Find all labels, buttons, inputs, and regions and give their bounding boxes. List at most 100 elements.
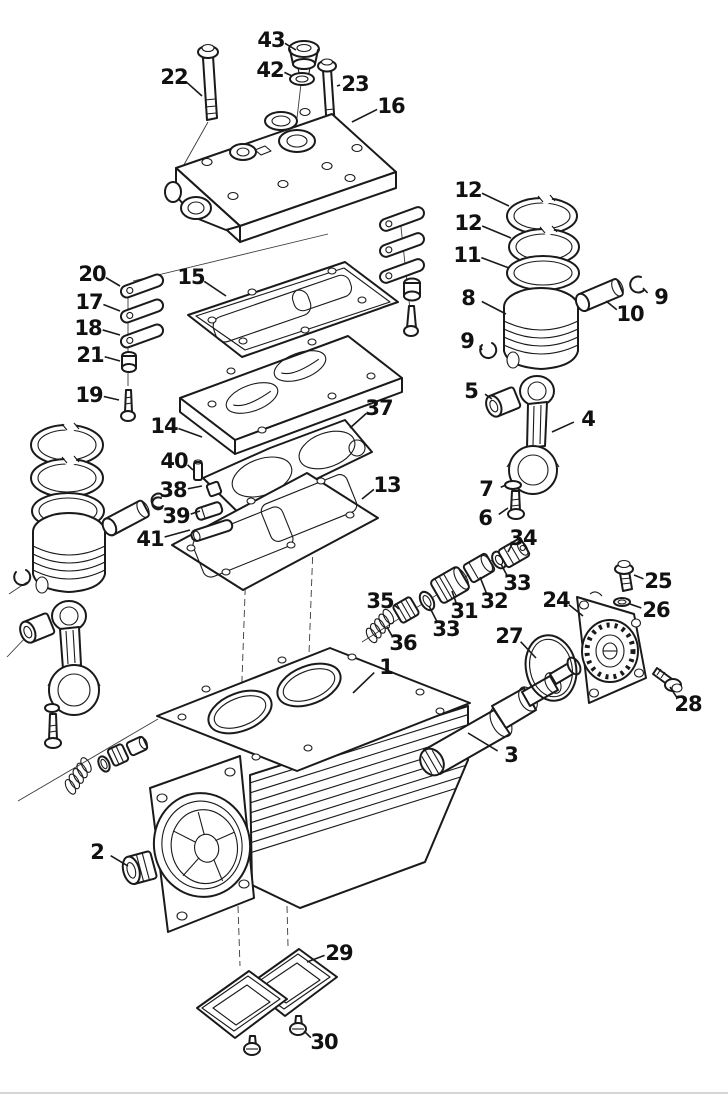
callout-label: 17 xyxy=(75,290,102,314)
part-crankcase xyxy=(149,647,471,933)
callout-38: 38 xyxy=(159,478,203,502)
callout-1: 1 xyxy=(352,655,394,694)
callout-label: 29 xyxy=(325,941,353,965)
callout-17: 17 xyxy=(75,290,121,314)
callout-21: 21 xyxy=(76,343,121,367)
callout-32: 32 xyxy=(479,576,509,613)
callout-label: 36 xyxy=(389,631,417,655)
leader-line xyxy=(103,303,121,312)
leader-line xyxy=(103,395,120,401)
part-cover-fitting xyxy=(614,559,634,592)
leader-line xyxy=(605,300,618,311)
callout-37: 37 xyxy=(349,396,394,429)
callout-9: 9 xyxy=(642,285,669,309)
callout-label: 43 xyxy=(257,28,284,52)
part-base-screws xyxy=(243,1015,307,1056)
part-cylinder-head xyxy=(164,107,397,243)
part-reed-strips-right xyxy=(379,206,425,337)
leader-line xyxy=(481,225,512,239)
callout-label: 9 xyxy=(460,329,474,353)
callout-15: 15 xyxy=(177,265,227,297)
leader-line xyxy=(352,671,375,694)
callout-22: 22 xyxy=(160,65,203,97)
callout-label: 37 xyxy=(365,396,392,420)
callout-26: 26 xyxy=(629,598,671,622)
callout-25: 25 xyxy=(633,569,673,593)
leader-line xyxy=(306,954,325,963)
callout-label: 13 xyxy=(373,473,400,497)
callout-label: 32 xyxy=(480,589,507,613)
callout-41: 41 xyxy=(136,527,191,551)
callout-label: 2 xyxy=(90,840,104,864)
leader-line xyxy=(349,412,368,429)
callout-label: 6 xyxy=(478,506,492,530)
callout-40: 40 xyxy=(160,449,194,473)
callout-8: 8 xyxy=(461,286,507,315)
part-cover-o-ring xyxy=(524,634,578,702)
callout-label: 40 xyxy=(160,449,188,473)
leader-line xyxy=(484,393,493,400)
callout-label: 35 xyxy=(366,589,394,613)
callout-20: 20 xyxy=(78,262,121,287)
part-cover-bolt xyxy=(652,667,683,693)
callout-30: 30 xyxy=(303,1030,339,1054)
callout-9: 9 xyxy=(460,329,483,353)
part-cover-washer xyxy=(613,597,631,607)
callout-label: 28 xyxy=(674,692,702,716)
callout-27: 27 xyxy=(495,624,537,659)
callout-label: 12 xyxy=(454,178,481,202)
part-head-gasket xyxy=(187,261,399,358)
callout-label: 15 xyxy=(177,265,205,289)
leader-line xyxy=(507,543,513,553)
callout-label: 10 xyxy=(616,302,644,326)
callout-label: 22 xyxy=(160,65,187,89)
callout-label: 11 xyxy=(453,243,481,267)
leader-line xyxy=(479,345,483,351)
callout-14: 14 xyxy=(150,414,203,438)
callout-35: 35 xyxy=(366,589,400,613)
callout-label: 14 xyxy=(150,414,178,438)
callout-12: 12 xyxy=(454,178,510,207)
leader-line xyxy=(520,641,537,659)
leader-line xyxy=(428,605,438,623)
callout-5: 5 xyxy=(464,379,493,403)
part-reed-strips-left xyxy=(119,273,165,422)
callout-label: 19 xyxy=(75,383,103,407)
callout-33: 33 xyxy=(428,605,461,641)
leader-line xyxy=(669,686,678,699)
leader-line xyxy=(481,300,507,315)
callout-label: 8 xyxy=(461,286,475,310)
leader-line xyxy=(642,287,649,294)
callout-28: 28 xyxy=(669,686,703,716)
part-head-bolt-long xyxy=(197,43,219,121)
part-base-gasket xyxy=(171,472,379,591)
leader-line xyxy=(190,510,201,515)
leader-line xyxy=(393,603,400,610)
callout-label: 23 xyxy=(341,72,368,96)
callout-label: 31 xyxy=(450,599,478,623)
callout-label: 20 xyxy=(78,262,106,286)
callout-label: 18 xyxy=(74,316,102,340)
callout-label: 21 xyxy=(76,343,104,367)
leader-line xyxy=(104,355,121,362)
callout-6: 6 xyxy=(478,506,509,530)
callout-label: 25 xyxy=(644,569,672,593)
callout-7: 7 xyxy=(479,477,507,501)
callout-16: 16 xyxy=(351,94,406,123)
callout-label: 30 xyxy=(310,1030,338,1054)
callout-label: 27 xyxy=(495,624,522,648)
callout-23: 23 xyxy=(336,72,370,96)
part-piston-assembly-right xyxy=(479,192,645,520)
callout-19: 19 xyxy=(75,383,120,407)
leader-line xyxy=(629,603,642,609)
callout-label: 41 xyxy=(136,527,164,551)
callout-13: 13 xyxy=(361,473,402,500)
callout-label: 3 xyxy=(504,743,518,767)
callout-33: 33 xyxy=(500,563,532,595)
callout-label: 34 xyxy=(509,526,537,550)
leader-line xyxy=(203,280,227,297)
leader-line xyxy=(102,329,121,336)
callout-label: 9 xyxy=(654,285,668,309)
